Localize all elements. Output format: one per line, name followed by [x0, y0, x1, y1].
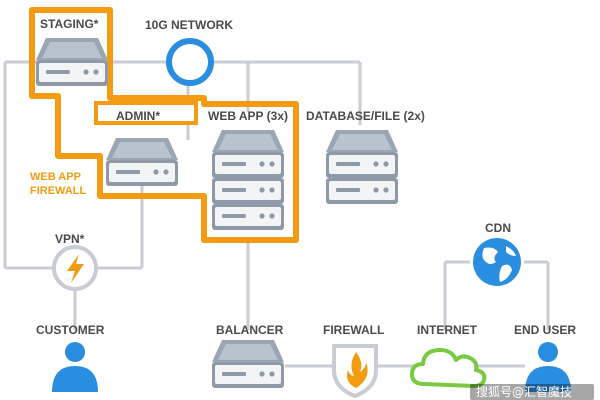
- watermark-text: 搜狐号@汇智魔技: [476, 384, 572, 399]
- vpn-label: VPN*: [55, 232, 85, 246]
- database-servers[interactable]: [326, 130, 398, 204]
- server-icon: [36, 38, 108, 60]
- vpn-node[interactable]: [52, 245, 98, 291]
- internet-label: INTERNET: [417, 323, 478, 337]
- user-icon: [538, 342, 558, 362]
- cdn-label: CDN: [485, 221, 511, 235]
- customer-user[interactable]: [52, 342, 98, 392]
- network-hub-icon[interactable]: [166, 38, 214, 86]
- admin-server[interactable]: [106, 138, 178, 186]
- customer-label: CUSTOMER: [36, 323, 105, 337]
- globe-icon: [473, 238, 521, 286]
- admin-label: ADMIN*: [116, 109, 160, 123]
- watermark: 搜狐号@汇智魔技: [470, 384, 594, 400]
- web-app-firewall-zone: [29, 7, 299, 243]
- cloud-icon[interactable]: [410, 348, 487, 388]
- firewall-node[interactable]: [332, 344, 378, 399]
- staging-label: STAGING*: [40, 17, 99, 31]
- flame-shield-icon: [347, 352, 368, 388]
- lightning-icon: [67, 254, 84, 283]
- admin-zone-bridge: [94, 101, 198, 125]
- server-icon: [106, 138, 178, 160]
- firewall-label: FIREWALL: [323, 323, 384, 337]
- network-label: 10G NETWORK: [145, 18, 233, 32]
- user-icon: [65, 342, 85, 362]
- balancer-server[interactable]: [212, 340, 284, 388]
- cdn-globe[interactable]: [473, 238, 521, 286]
- firewall-zone-label-line2: FIREWALL: [30, 185, 86, 197]
- database-label: DATABASE/FILE (2x): [306, 109, 425, 123]
- server-icon: [326, 130, 398, 152]
- webapp-servers[interactable]: [212, 130, 284, 230]
- server-icon: [212, 130, 284, 152]
- balancer-label: BALANCER: [216, 323, 284, 337]
- firewall-zone-label-line1: WEB APP: [30, 171, 81, 183]
- end-user[interactable]: [525, 342, 571, 392]
- staging-server[interactable]: [36, 38, 108, 86]
- webapp-label: WEB APP (3x): [208, 109, 288, 123]
- end-user-label: END USER: [514, 323, 576, 337]
- server-icon: [212, 340, 284, 362]
